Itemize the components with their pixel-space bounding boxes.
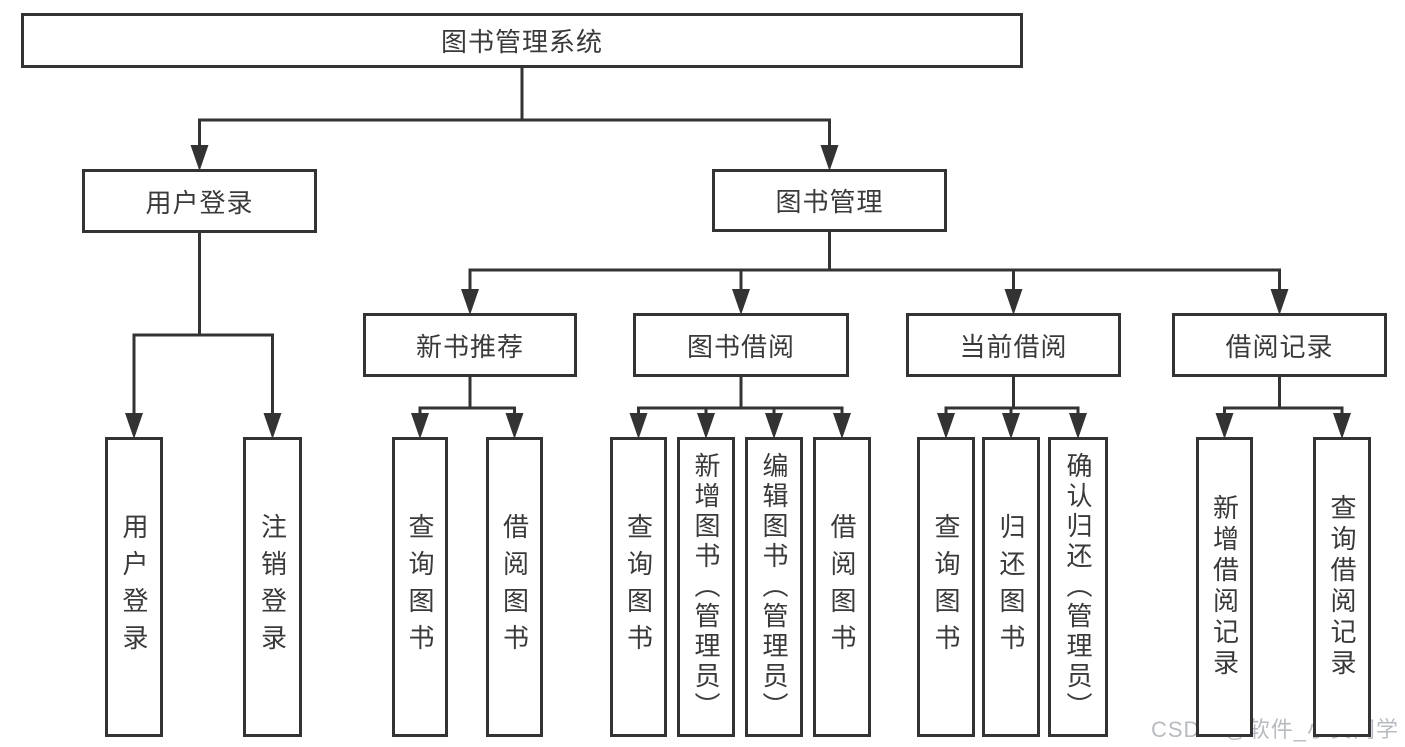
node-label: 查询图书 [623, 513, 654, 661]
node-label: 图书借阅 [686, 331, 795, 362]
node-label: 借阅图书 [499, 513, 530, 661]
node-book-borrow: 图书借阅 [633, 313, 849, 377]
node-label: 查询图书 [405, 513, 435, 661]
node-label: 查询借阅记录 [1327, 494, 1357, 680]
node-label: 新书推荐 [415, 331, 524, 362]
node-label: 归还图书 [996, 513, 1026, 661]
node-label: 图书管理系统 [440, 27, 603, 57]
node-add-borrow-record: 新增借阅记录 [1196, 437, 1253, 737]
node-login: 用户登录 [82, 169, 317, 233]
node-query-books-3: 查询图书 [917, 437, 975, 737]
node-label: 注销登录 [257, 513, 288, 661]
node-user-login: 用户登录 [105, 437, 163, 737]
node-edit-books: 编辑图书（管理员） [745, 437, 803, 737]
node-label: 新增借阅记录 [1209, 494, 1240, 680]
node-borrow-books-2: 借阅图书 [813, 437, 871, 737]
node-mgmt: 图书管理 [712, 169, 947, 232]
node-new-books: 新书推荐 [363, 313, 577, 377]
node-query-borrow-record: 查询借阅记录 [1313, 437, 1371, 737]
node-borrow-books-1: 借阅图书 [486, 437, 543, 737]
node-query-books-2: 查询图书 [610, 437, 667, 737]
node-label: 借阅记录 [1225, 331, 1334, 362]
node-label: 新增图书（管理员） [691, 452, 721, 722]
node-label: 借阅图书 [827, 513, 857, 661]
node-label: 用户登录 [145, 187, 254, 218]
node-label: 用户登录 [119, 513, 149, 661]
node-label: 图书管理 [775, 187, 884, 217]
node-label: 当前借阅 [959, 331, 1068, 362]
node-borrow-records: 借阅记录 [1172, 313, 1387, 377]
node-current-borrow: 当前借阅 [906, 313, 1121, 377]
node-return-books: 归还图书 [982, 437, 1040, 737]
node-logout: 注销登录 [243, 437, 302, 737]
node-add-books: 新增图书（管理员） [677, 437, 735, 737]
node-root: 图书管理系统 [21, 13, 1023, 68]
node-confirm-return: 确认归还（管理员） [1048, 437, 1108, 737]
node-label: 编辑图书（管理员） [759, 452, 789, 722]
node-label: 查询图书 [931, 513, 961, 661]
node-query-books-1: 查询图书 [392, 437, 448, 737]
node-label: 确认归还（管理员） [1063, 452, 1093, 722]
